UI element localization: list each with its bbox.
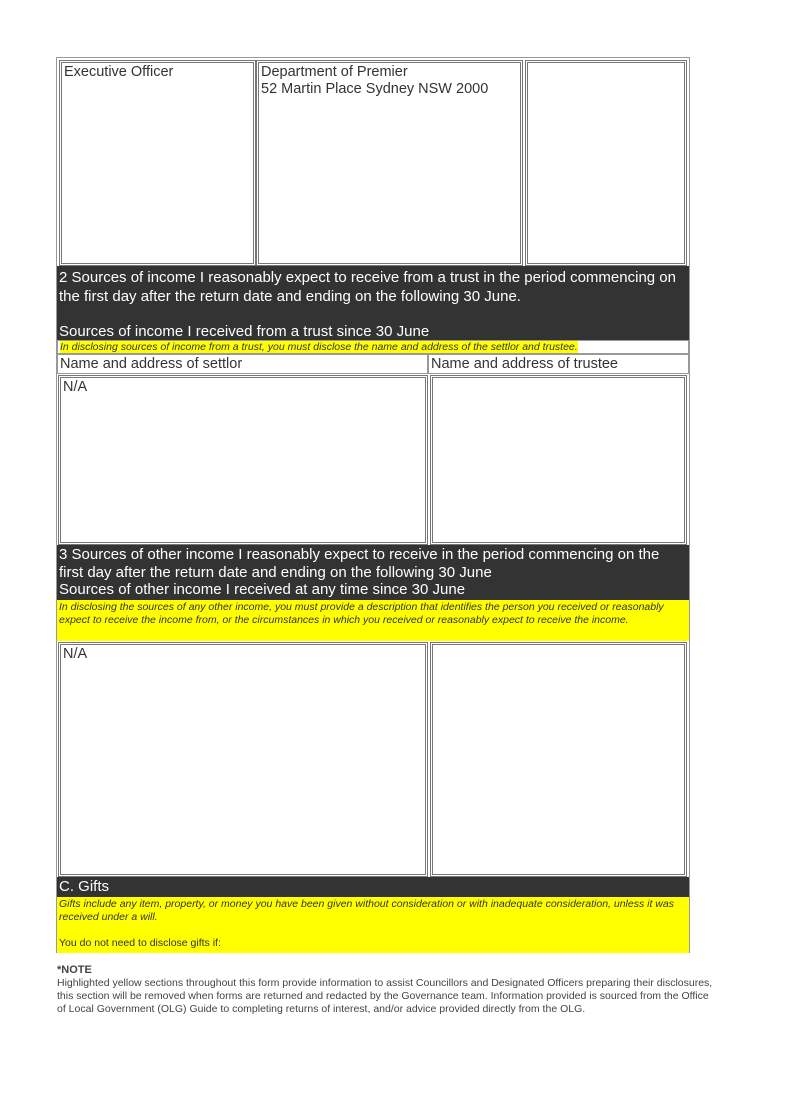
- organisation-name: Department of Premier: [261, 64, 408, 80]
- other-income-right-field[interactable]: [430, 642, 687, 877]
- gifts-header: C. Gifts: [57, 877, 689, 897]
- settlor-field[interactable]: N/A: [58, 375, 428, 545]
- section-2-header: 2 Sources of income I reasonably expect …: [57, 266, 689, 340]
- organisation-address: 52 Martin Place Sydney NSW 2000: [261, 81, 489, 97]
- section-2-heading: 2 Sources of income I reasonably expect …: [59, 269, 676, 305]
- settlor-column-label: Name and address of settlor: [57, 354, 428, 374]
- organisation-field[interactable]: Department of Premier 52 Martin Place Sy…: [256, 60, 523, 266]
- trustee-field[interactable]: [430, 375, 687, 545]
- footer-note: *NOTE Highlighted yellow sections throug…: [57, 964, 717, 1016]
- section-3-subheading: Sources of other income I received at an…: [59, 581, 466, 598]
- section-3-guidance: In disclosing the sources of any other i…: [57, 600, 689, 641]
- trustee-column-label: Name and address of trustee: [428, 354, 689, 374]
- section-3-header: 3 Sources of other income I reasonably e…: [57, 545, 689, 600]
- section-2-subheading: Sources of income I received from a trus…: [59, 323, 430, 340]
- gifts-guidance: Gifts include any item, property, or mon…: [57, 897, 689, 953]
- section-2-guidance: In disclosing sources of income from a t…: [57, 340, 689, 354]
- note-body: Highlighted yellow sections throughout t…: [57, 977, 713, 1015]
- position-value: Executive Officer: [64, 64, 174, 80]
- third-column-field[interactable]: [525, 60, 687, 266]
- note-title: *NOTE: [57, 964, 92, 976]
- position-field[interactable]: Executive Officer: [59, 60, 256, 266]
- section-3-heading: 3 Sources of other income I reasonably e…: [59, 546, 660, 581]
- other-income-field[interactable]: N/A: [58, 642, 428, 877]
